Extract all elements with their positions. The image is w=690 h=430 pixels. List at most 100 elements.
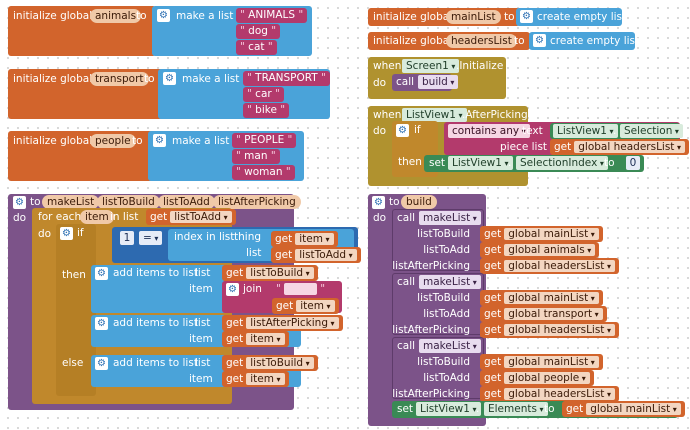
if-else-block[interactable] [56, 224, 96, 396]
string-people-1[interactable]: " man " [232, 149, 280, 164]
proc-dropdown-build[interactable]: build [418, 75, 459, 89]
proc-dropdown-makeList[interactable]: makeList [419, 275, 481, 289]
number-one[interactable]: 1 [120, 231, 134, 245]
then-label: then [62, 269, 86, 281]
to-label: to [544, 403, 555, 415]
property-dropdown-selectionindex[interactable]: SelectionIndex [516, 156, 608, 170]
component-dropdown-listview1[interactable]: ListView1 [448, 156, 513, 170]
gear-icon[interactable]: ⚙ [13, 196, 26, 209]
string-people-0[interactable]: " PEOPLE " [232, 133, 297, 148]
property-dropdown-elements[interactable]: Elements [484, 402, 548, 416]
empty-string-block[interactable]: " " [272, 282, 330, 297]
global-name-people[interactable]: people [90, 134, 136, 148]
component-dropdown-listview1[interactable]: ListView1 [402, 108, 467, 122]
gear-icon[interactable]: ⚙ [95, 317, 108, 330]
do-label: do [373, 125, 387, 137]
proc-dropdown-makeList[interactable]: makeList [419, 211, 481, 225]
proc-name-build[interactable]: build [401, 195, 437, 209]
init-global-mainList-block[interactable]: initialize global mainList to [368, 8, 520, 26]
param-label-0: listToBuild [417, 356, 470, 368]
gear-icon[interactable]: ⚙ [226, 283, 239, 296]
to-label: to [514, 35, 525, 47]
gear-icon[interactable]: ⚙ [60, 227, 73, 240]
component-dropdown-listview1[interactable]: ListView1 [553, 124, 618, 138]
proc-name-makeList[interactable]: makeList [42, 195, 100, 209]
param-listToAdd[interactable]: listToAdd [158, 195, 215, 209]
gear-icon[interactable]: ⚙ [153, 134, 166, 147]
do-label: do [38, 228, 52, 240]
gear-icon[interactable]: ⚙ [372, 196, 385, 209]
gear-icon[interactable]: ⚙ [95, 357, 108, 370]
set-label: set [397, 403, 414, 415]
contains-any-dropdown[interactable]: contains any [448, 124, 530, 138]
string-transport-1[interactable]: " car " [243, 87, 284, 102]
gear-icon[interactable]: ⚙ [95, 267, 108, 280]
when-label: when [373, 109, 402, 121]
gear-icon[interactable]: ⚙ [396, 124, 409, 137]
call-build-block[interactable]: call build [392, 74, 459, 91]
create-empty-list-block[interactable]: ⚙ create empty list [516, 8, 626, 26]
number-zero[interactable]: 0 [626, 156, 640, 170]
string-animals-2[interactable]: " cat " [236, 40, 277, 55]
string-animals-1[interactable]: " dog " [236, 24, 281, 39]
equal-operator-dropdown[interactable]: = [139, 231, 163, 245]
global-name-animals[interactable]: animals [90, 9, 142, 23]
gear-icon[interactable]: ⚙ [533, 34, 546, 47]
component-dropdown-screen1[interactable]: Screen1 [402, 59, 460, 73]
create-empty-list-block[interactable]: ⚙ create empty list [529, 32, 639, 50]
init-global-label: initialize global [13, 73, 93, 85]
string-animals-0[interactable]: " ANIMALS " [236, 8, 308, 23]
listview1-selection-getter[interactable]: ListView1 . Selection [550, 123, 683, 139]
param-label-2: listAfterPicking [392, 324, 470, 336]
param-listToBuild[interactable]: listToBuild [97, 195, 160, 209]
gear-icon[interactable]: ⚙ [520, 10, 533, 23]
gear-icon[interactable]: ⚙ [163, 72, 176, 85]
init-global-headersList-block[interactable]: initialize global headersList to [368, 32, 530, 50]
for-each-label: for each [38, 211, 82, 223]
item-label: item [189, 333, 213, 345]
set-label: set [429, 157, 446, 169]
set-selectionindex-block[interactable]: set ListView1 . SelectionIndex to [424, 155, 644, 172]
do-label: do [13, 212, 27, 224]
component-dropdown-listview1[interactable]: ListView1 [416, 402, 481, 416]
string-transport-0[interactable]: " TRANSPORT " [243, 71, 330, 86]
proc-dropdown-makeList[interactable]: makeList [419, 339, 481, 353]
init-global-people-block[interactable]: initialize global people to [8, 131, 153, 181]
to-label: to [389, 196, 400, 208]
loop-var-item[interactable]: item [80, 210, 114, 224]
global-name-mainList[interactable]: mainList [446, 10, 501, 24]
gear-icon[interactable]: ⚙ [157, 9, 170, 22]
init-global-animals-block[interactable]: initialize global animals to [8, 6, 156, 56]
string-transport-2[interactable]: " bike " [243, 103, 290, 118]
property-dropdown-selection[interactable]: Selection [620, 124, 683, 138]
global-name-transport[interactable]: transport [90, 72, 149, 86]
param-label-1: listToAdd [423, 308, 470, 320]
string-people-2[interactable]: " woman " [232, 165, 295, 180]
global-name-headersList[interactable]: headersList [446, 34, 517, 48]
init-global-transport-block[interactable]: initialize global transport to [8, 69, 163, 119]
make-a-list-label: make a list [182, 73, 240, 85]
when-label: when [373, 60, 402, 72]
afterpicking-label: .AfterPicking [462, 109, 528, 121]
param-listAfterPicking[interactable]: listAfterPicking [213, 195, 301, 209]
